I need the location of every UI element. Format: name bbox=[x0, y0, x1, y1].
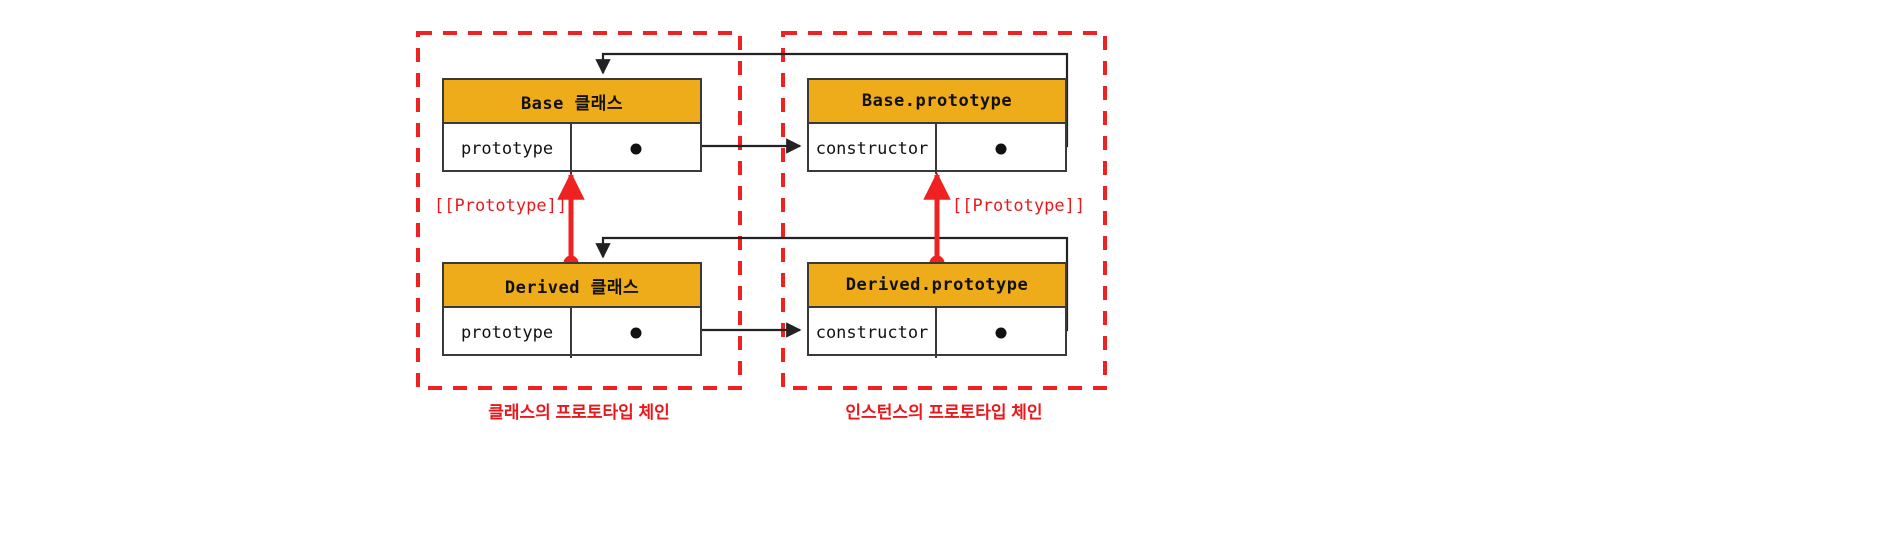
box-base-class-row: prototype bbox=[444, 124, 700, 174]
region-outline-class-chain bbox=[416, 31, 742, 390]
box-derived-prototype-property-name: constructor bbox=[809, 308, 937, 358]
box-derived-class-property-value bbox=[572, 308, 700, 358]
filled-dot-icon bbox=[630, 143, 642, 155]
box-derived-prototype-row: constructor bbox=[809, 308, 1065, 358]
box-derived-prototype-property-value bbox=[937, 308, 1065, 358]
caption-class-chain: 클래스의 프로토타입 체인 bbox=[488, 403, 670, 422]
box-derived-prototype-header: Derived.prototype bbox=[809, 264, 1065, 308]
region-outline-instance-chain bbox=[781, 31, 1107, 390]
prototype-label-instance: [[Prototype]] bbox=[952, 196, 1086, 216]
box-derived-class: Derived 클래스 prototype bbox=[442, 262, 702, 358]
box-base-prototype-property-value bbox=[937, 124, 1065, 174]
box-derived-prototype: Derived.prototype constructor bbox=[807, 262, 1067, 358]
box-derived-class-property-name: prototype bbox=[444, 308, 572, 358]
prototype-label-class: [[Prototype]] bbox=[434, 196, 568, 216]
box-derived-class-header: Derived 클래스 bbox=[444, 264, 700, 308]
box-base-class-property-value bbox=[572, 124, 700, 174]
filled-dot-icon bbox=[995, 143, 1007, 155]
box-derived-class-row: prototype bbox=[444, 308, 700, 358]
filled-dot-icon bbox=[630, 327, 642, 339]
box-base-prototype-header: Base.prototype bbox=[809, 80, 1065, 124]
caption-instance-chain: 인스턴스의 프로토타입 체인 bbox=[845, 403, 1043, 422]
box-base-prototype-row: constructor bbox=[809, 124, 1065, 174]
box-base-class: Base 클래스 prototype bbox=[442, 78, 702, 174]
box-base-class-property-name: prototype bbox=[444, 124, 572, 174]
box-base-class-header: Base 클래스 bbox=[444, 80, 700, 124]
filled-dot-icon bbox=[995, 327, 1007, 339]
box-base-prototype: Base.prototype constructor bbox=[807, 78, 1067, 174]
box-base-prototype-property-name: constructor bbox=[809, 124, 937, 174]
